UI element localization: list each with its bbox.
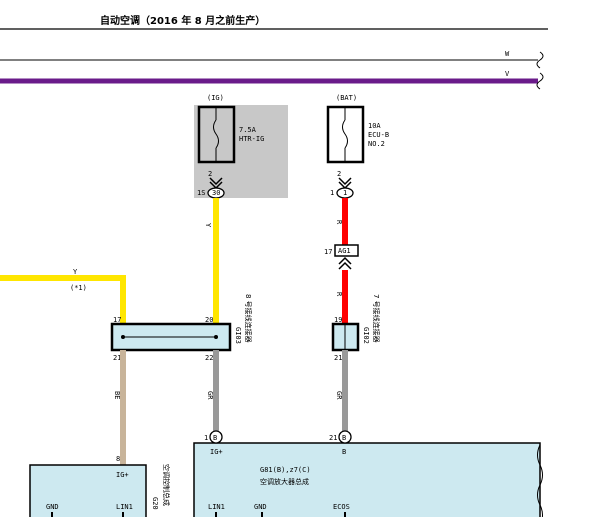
- control-pin-top: 8: [116, 455, 120, 463]
- gio3-pin-br: 22: [205, 354, 213, 362]
- amp-pin-ig: 1: [204, 434, 208, 442]
- fuse-ig-pin-top: 2: [208, 170, 212, 178]
- amp-label-b: B: [342, 448, 346, 456]
- bus-line-v-label: V: [505, 70, 510, 78]
- amp-id: G81(B),z7(C): [260, 466, 311, 474]
- amp-terminal-b: [338, 430, 352, 444]
- control-gnd-label: GND: [46, 503, 59, 511]
- fuse-bat-box: [326, 105, 365, 164]
- control-lin-label: LIN1: [116, 503, 133, 511]
- fuse-bat-pin-top: 2: [337, 170, 341, 178]
- gio3-dot-right: [214, 335, 218, 339]
- gio3-pin-bl: 21: [113, 354, 121, 362]
- control-assembly-box: [29, 464, 147, 517]
- gio2-id: GI02: [362, 327, 370, 344]
- junction-ag1-arrow-icon: [338, 256, 352, 270]
- gio3-id: GI03: [234, 327, 242, 344]
- amp-gnd-label: GND: [254, 503, 267, 511]
- fuse-bat-element: [342, 119, 348, 149]
- wire-left-color: Y: [73, 268, 78, 276]
- junction-ag1-label: AG1: [338, 247, 351, 255]
- fuse-ig-box: [197, 105, 236, 164]
- control-pin-label: IG+: [116, 471, 129, 479]
- wire-ig-color: Y: [204, 223, 212, 228]
- gio3-desc: 8 号接线连接器: [244, 294, 253, 343]
- amp-lin-label: LIN1: [208, 503, 225, 511]
- amp-terminal-ig: [209, 430, 223, 444]
- amp-label-ig: IG+: [210, 448, 223, 456]
- amp-pin-b: 21: [329, 434, 337, 442]
- fuse-bat-connector: 1: [330, 189, 334, 197]
- fuse-ig-supply: (IG): [207, 94, 224, 102]
- gio2-desc: 7 号接线连接器: [372, 294, 381, 343]
- gio3-dot-left: [121, 335, 125, 339]
- wire-gio3-color: GR: [206, 391, 214, 400]
- bus-line-w-label: W: [505, 50, 510, 58]
- gio2-pin-top: 19: [334, 316, 342, 324]
- gio2-pin-bottom: 21: [334, 354, 342, 362]
- wire-gio2-color: GR: [335, 391, 343, 400]
- amp-pin-b-conn: B: [342, 434, 346, 442]
- fuse-bat-name: ECU-B: [368, 131, 389, 139]
- break-mark-v: [536, 72, 544, 90]
- wire-left-note: (*1): [70, 284, 87, 292]
- fuse-bat-arrow-icon: [338, 177, 352, 190]
- diagram-title: 自动空调（2016 年 8 月之前生产）: [100, 14, 265, 27]
- wire-left-yellow: [0, 275, 126, 324]
- amp-name: 空调放大器总成: [260, 477, 309, 486]
- gio3-pin-tr: 20: [205, 316, 213, 324]
- wire-control-color: BE: [113, 391, 121, 399]
- fuse-ig-rating: 7.5A: [239, 126, 257, 134]
- fuse-ig-area: [194, 105, 288, 198]
- amplifier-break-mark: [537, 444, 543, 517]
- fuse-ig-pin: 30: [212, 189, 220, 197]
- wire-bat-color-lower: R: [335, 292, 343, 297]
- fuse-bat-number: NO.2: [368, 140, 385, 148]
- wire-bat-color-upper: R: [335, 220, 343, 225]
- fuse-ig-name: HTR-IG: [239, 135, 264, 143]
- fuse-ig-element: [213, 119, 219, 149]
- amp-ecos-label: ECOS: [333, 503, 350, 511]
- fuse-bat-supply: (BAT): [336, 94, 357, 102]
- control-id: G20: [151, 497, 159, 510]
- gio3-pin-tl: 17: [113, 316, 121, 324]
- fuse-bat-pin: 1: [343, 189, 347, 197]
- junction-ag1-box: [334, 244, 359, 257]
- amp-pin-ig-conn: B: [213, 434, 217, 442]
- control-name: 空调控制总成: [162, 464, 171, 506]
- break-mark-w: [536, 51, 544, 69]
- amplifier-box: [193, 442, 541, 517]
- junction-ag1-num: 17: [324, 248, 332, 256]
- fuse-bat-rating: 10A: [368, 122, 381, 130]
- fuse-ig-connector: 1S: [197, 189, 205, 197]
